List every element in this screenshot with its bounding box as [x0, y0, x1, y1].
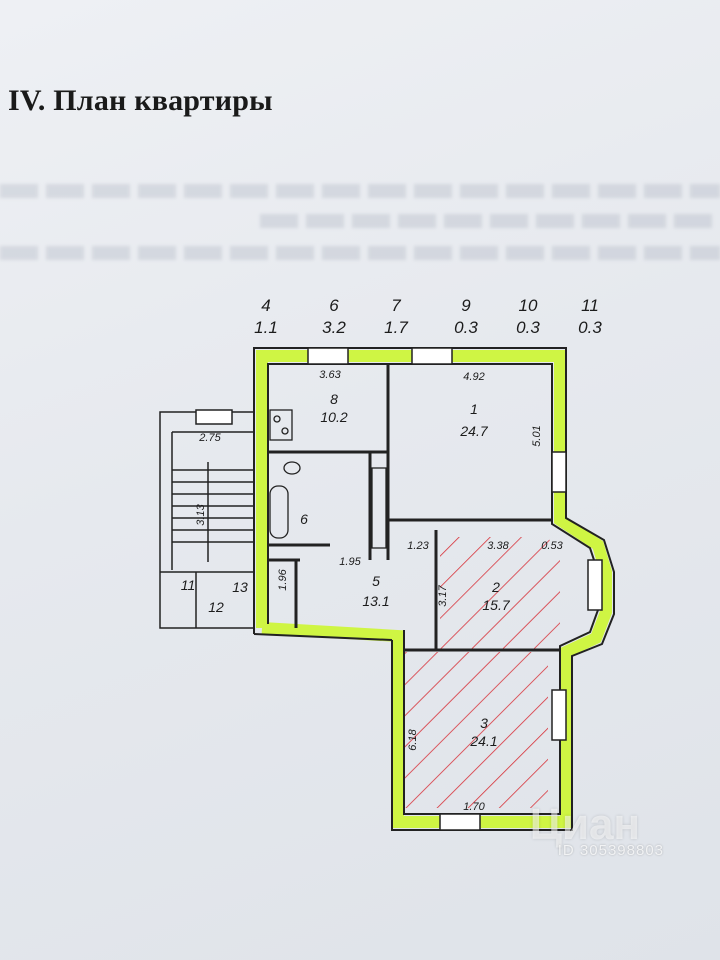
room-number: 12: [208, 599, 224, 615]
staircase: [159, 409, 255, 629]
top-label-num: 6: [329, 296, 339, 315]
room-area: 24.7: [459, 423, 488, 439]
windows: [307, 347, 603, 831]
room-area: 10.2: [320, 409, 347, 425]
room-number: 5: [372, 573, 380, 589]
top-label-num: 11: [581, 296, 599, 315]
dimension-label: 0.53: [541, 540, 563, 552]
room-number: 2: [491, 579, 500, 595]
room-area: 13.1: [362, 593, 389, 609]
dimension-label: 1.95: [339, 556, 361, 568]
watermark-id: ID 305398803: [557, 842, 664, 859]
dimension-label: 1.23: [407, 540, 429, 552]
page-title: IV. План квартиры: [8, 84, 273, 117]
top-label-num: 7: [391, 296, 401, 315]
top-label-area: 3.2: [322, 318, 346, 337]
dimension-label: 4.92: [463, 371, 484, 383]
fixtures: [269, 409, 387, 549]
room-number: 13: [232, 579, 248, 595]
room-labels: 1 24.7 2 15.7 3 24.1 5 13.1 6 8 10.2 11 …: [181, 391, 511, 749]
room-number: 1: [470, 401, 478, 417]
room-number: 8: [330, 391, 338, 407]
top-label-num: 9: [461, 296, 471, 315]
top-label-num: 10: [519, 296, 538, 315]
highlighted-walls: [256, 350, 612, 828]
dimension-labels: 3.63 4.92 5.01 2.75 1.95 1.23 3.38 0.53 …: [195, 369, 564, 813]
top-label-area: 0.3: [454, 318, 478, 337]
top-label-area: 1.7: [384, 318, 408, 337]
dimension-label: 2.75: [198, 432, 221, 444]
dimension-label: 5.01: [531, 425, 543, 446]
dimension-label: 1.70: [463, 801, 485, 813]
dimension-label: 3.17: [437, 584, 449, 606]
top-labels: 4 1.1 6 3.2 7 1.7 9 0.3 10 0.3 11 0.3: [254, 296, 602, 337]
top-label-area: 0.3: [516, 318, 540, 337]
room-number: 6: [300, 511, 308, 527]
top-label-area: 1.1: [254, 318, 278, 337]
dimension-label: 3.13: [195, 503, 207, 525]
dimension-label: 6.18: [407, 728, 419, 750]
dimension-label: 3.38: [487, 540, 509, 552]
room-3-hatch: [404, 652, 548, 808]
top-label-area: 0.3: [578, 318, 602, 337]
room-2-hatch: [440, 537, 560, 650]
room-number: 3: [480, 715, 488, 731]
room-area: 15.7: [482, 597, 510, 613]
dimension-label: 3.63: [319, 369, 341, 381]
watermark-logo: Циан: [529, 800, 640, 849]
interior-walls: [268, 364, 560, 652]
top-label-num: 4: [261, 296, 270, 315]
room-area: 24.1: [469, 733, 497, 749]
room-number: 11: [181, 577, 196, 593]
dimension-label: 1.96: [277, 568, 289, 590]
